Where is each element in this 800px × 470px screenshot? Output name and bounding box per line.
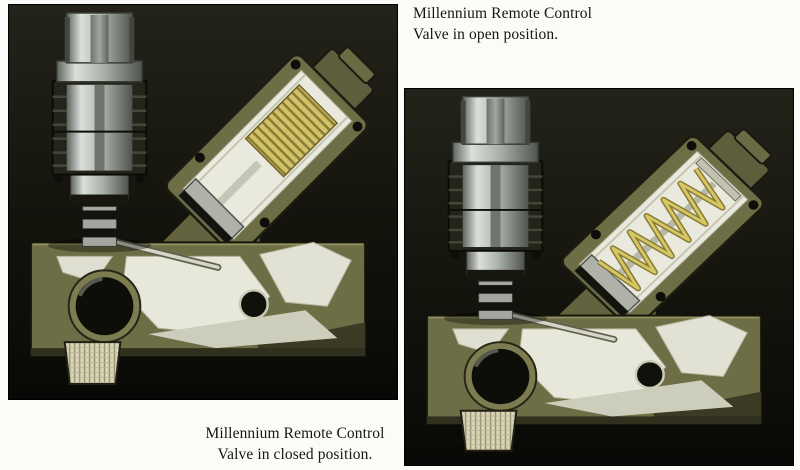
caption-closed: Millennium Remote Control Valve in close… <box>150 423 440 465</box>
caption-open-line2: Valve in open position. <box>413 26 559 43</box>
caption-open: Millennium Remote Control Valve in open … <box>413 3 592 45</box>
caption-closed-line1: Millennium Remote Control <box>205 425 385 442</box>
valve-figure-closed <box>8 4 398 400</box>
caption-open-line1: Millennium Remote Control <box>413 5 593 22</box>
valve-diagram-closed <box>9 5 397 399</box>
valve-cutaway-art <box>405 89 793 465</box>
caption-closed-line2: Valve in closed position. <box>217 446 373 463</box>
valve-diagram-open <box>405 89 793 465</box>
valve-cutaway-art <box>9 5 397 399</box>
valve-figure-open <box>404 88 794 466</box>
